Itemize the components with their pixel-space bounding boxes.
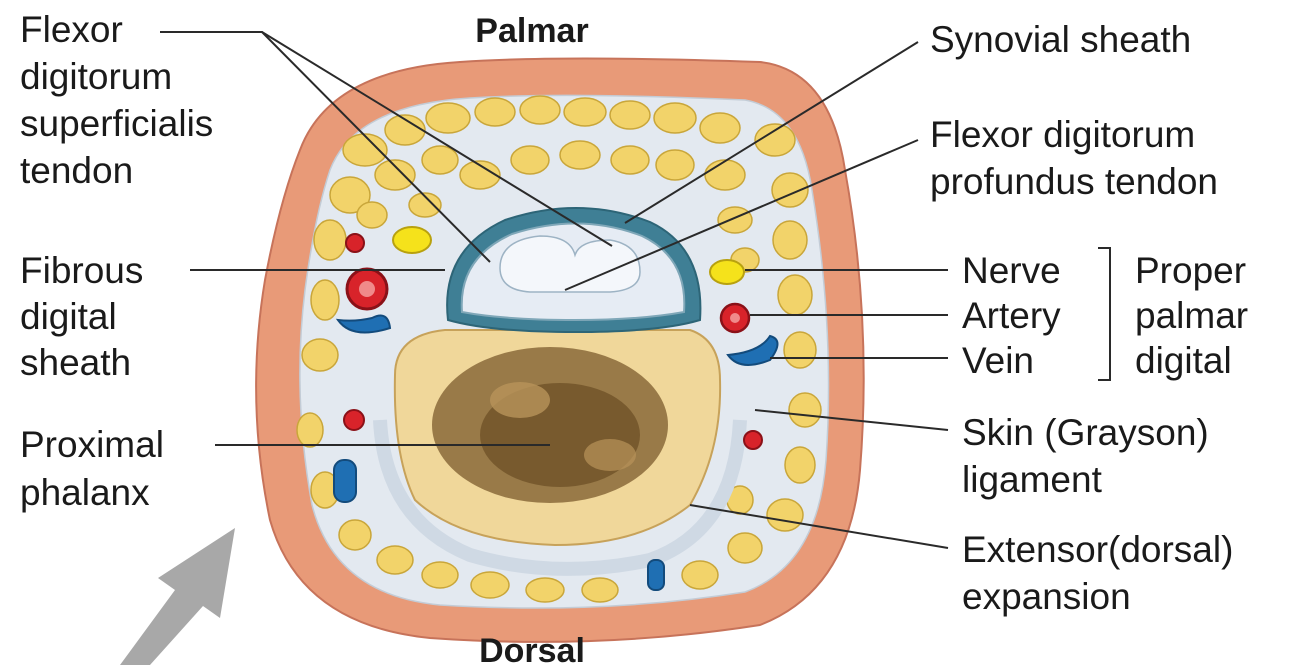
right-dorsal-artery	[744, 431, 762, 449]
view-direction-arrow	[120, 528, 235, 665]
label-artery: Artery	[962, 295, 1061, 336]
label-proper-palmar-digital: Proper palmar digital	[1135, 250, 1258, 381]
finger-cross-section	[256, 59, 864, 642]
right-nerve	[710, 260, 744, 284]
bottom-dorsal-vein	[648, 560, 664, 590]
label-fdp-tendon: Flexor digitorum profundus tendon	[930, 114, 1218, 202]
left-nerve	[393, 227, 431, 253]
left-dorsal-vein	[334, 460, 356, 502]
label-proximal-phalanx: Proximal phalanx	[20, 424, 174, 513]
left-minor-artery	[346, 234, 364, 252]
label-dorsal: Dorsal	[479, 632, 585, 665]
label-fds-tendon: Flexor digitorum superficialis tendon	[20, 9, 224, 191]
label-extensor-expansion: Extensor(dorsal) expansion	[962, 529, 1244, 617]
label-synovial-sheath: Synovial sheath	[930, 19, 1191, 60]
label-palmar: Palmar	[475, 12, 588, 50]
left-dorsal-artery	[344, 410, 364, 430]
label-fibrous-digital-sheath: Fibrous digital sheath	[20, 250, 154, 383]
label-grayson-ligament: Skin (Grayson) ligament	[962, 412, 1219, 500]
label-nerve: Nerve	[962, 250, 1061, 291]
label-vein: Vein	[962, 340, 1034, 381]
